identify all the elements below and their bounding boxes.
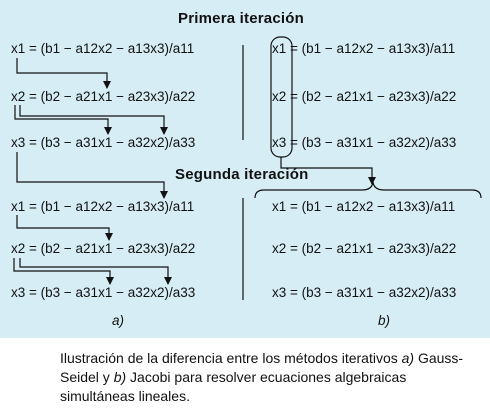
gs-iter2-eq-x2: x2 = (b2 − a21x1 − a23x3)/a22 <box>11 241 196 256</box>
gs-iter1-eq-x2: x2 = (b2 − a21x1 − a23x3)/a22 <box>11 89 196 104</box>
caption-text-1: Ilustración de la diferencia entre los m… <box>60 350 402 366</box>
caption-method-a-label: a) <box>401 350 415 366</box>
gs-iter2-eq-x1: x1 = (b1 − a12x2 − a13x3)/a11 <box>11 199 195 214</box>
gs-arrow-x3-to-iter2-eq1 <box>16 152 168 199</box>
caption-text-3: Jacobi para resolver ecuaciones algebrai… <box>60 369 407 404</box>
caption-text-2: Gauss-Seidel y <box>60 350 464 385</box>
jacobi-iter1-eq-x3: x3 = (b3 − a31x1 − a32x2)/a33 <box>272 135 457 150</box>
figure-caption: Ilustración de la diferencia entre los m… <box>60 349 480 406</box>
gs-iter2-eq-x3: x3 = (b3 − a31x1 − a32x2)/a33 <box>11 285 196 300</box>
gauss-seidel-panel-label: a) <box>112 313 125 328</box>
gs-arrow-iter2-x2-to-eq3 <box>19 258 172 285</box>
gs-iter1-eq-x3: x3 = (b3 − a31x1 − a32x2)/a33 <box>11 135 196 150</box>
jacobi-iter2-eq-x3: x3 = (b3 − a31x1 − a32x2)/a33 <box>272 285 457 300</box>
gs-arrow-iter2-x1-to-eq2 <box>16 215 113 241</box>
jacobi-old-values-box <box>270 36 293 158</box>
gs-arrow-iter2-x1-to-eq3 <box>13 258 114 285</box>
jacobi-iter2-eq-x2: x2 = (b2 − a21x1 − a23x3)/a22 <box>272 241 457 256</box>
gs-arrow-x2-to-eq3 <box>19 105 168 135</box>
first-iteration-title: Primera iteración <box>178 10 304 27</box>
gs-iter1-eq-x1: x1 = (b1 − a12x2 − a13x3)/a11 <box>11 41 195 56</box>
gs-arrow-x1-to-eq3 <box>14 105 112 135</box>
jacobi-iter2-brace <box>254 181 482 199</box>
caption-method-b-label: b) <box>113 369 127 385</box>
jacobi-iter1-eq-x1: x1 = (b1 − a12x2 − a13x3)/a11 <box>272 41 456 56</box>
jacobi-iter1-eq-x2: x2 = (b2 − a21x1 − a23x3)/a22 <box>272 89 457 104</box>
jacobi-arrow-to-iter2 <box>280 157 376 185</box>
method-comparison-figure: Primera iteración Segunda iteración x1 =… <box>0 0 490 338</box>
arrows-layer <box>13 36 482 300</box>
jacobi-panel-label: b) <box>378 313 391 328</box>
gs-arrow-x1-to-eq2 <box>16 58 111 89</box>
second-iteration-title: Segunda iteración <box>175 166 309 183</box>
jacobi-iter2-eq-x1: x1 = (b1 − a12x2 − a13x3)/a11 <box>272 199 456 214</box>
